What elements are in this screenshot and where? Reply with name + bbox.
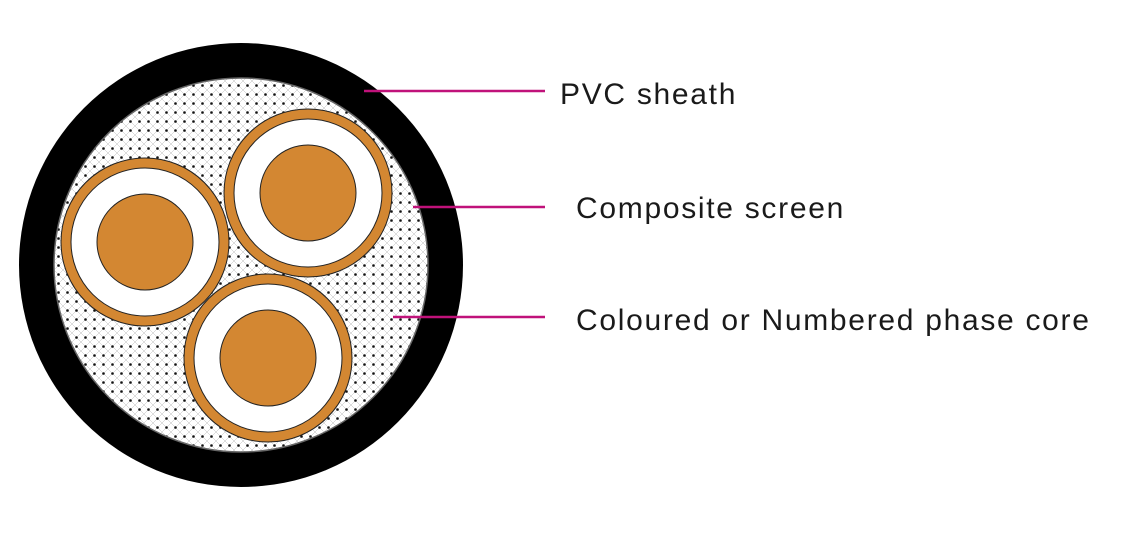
phase-core-2: [223, 108, 393, 278]
core-conductor: [96, 193, 194, 291]
core-conductor: [259, 144, 357, 242]
phase-core-1: [60, 157, 230, 327]
label-phase-core: Coloured or Numbered phase core: [576, 304, 1091, 337]
label-pvc-sheath: PVC sheath: [560, 78, 737, 111]
label-composite-screen: Composite screen: [576, 192, 845, 225]
core-conductor: [219, 309, 317, 407]
phase-core-3: [183, 273, 353, 443]
